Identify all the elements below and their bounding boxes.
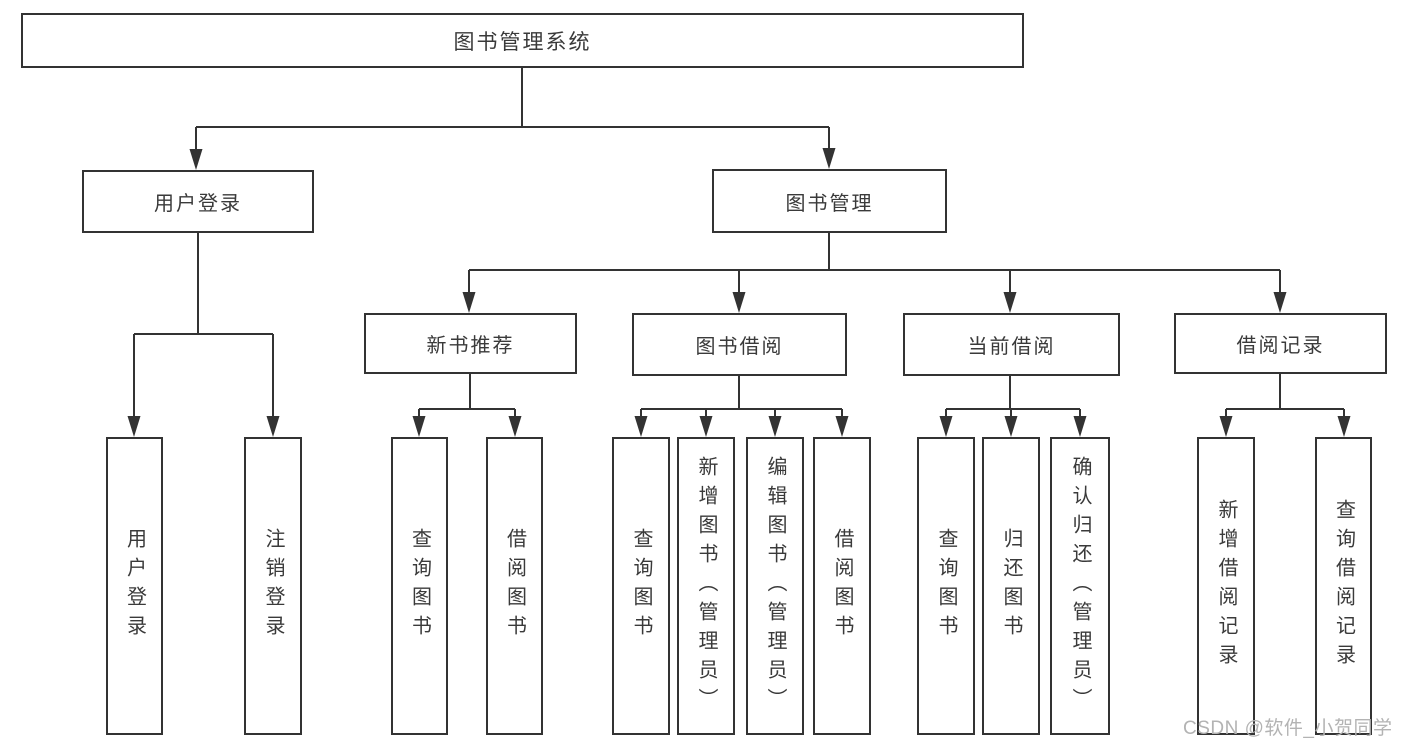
leaf-add-book-admin: 新增图书（管理员） bbox=[677, 437, 735, 735]
leaf-query-books-borrow: 查询图书 bbox=[612, 437, 670, 735]
leaf-add-borrow-record: 新增借阅记录 bbox=[1197, 437, 1255, 735]
leaf-label: 借阅图书 bbox=[831, 528, 853, 644]
leaf-label: 查询图书 bbox=[935, 528, 957, 644]
leaf-query-borrow-record: 查询借阅记录 bbox=[1315, 437, 1372, 735]
csdn-watermark: CSDN @软件_小贺同学 bbox=[1183, 718, 1393, 739]
leaf-logout: 注销登录 bbox=[244, 437, 302, 735]
leaf-label: 注销登录 bbox=[262, 528, 284, 644]
leaf-label: 归还图书 bbox=[1000, 528, 1022, 644]
leaf-borrow-book: 借阅图书 bbox=[813, 437, 871, 735]
leaf-label: 确认归还（管理员） bbox=[1069, 455, 1091, 717]
leaf-user-login: 用户登录 bbox=[106, 437, 163, 735]
node-new-book-recommend: 新书推荐 bbox=[364, 313, 577, 374]
node-root-system: 图书管理系统 bbox=[21, 13, 1024, 68]
leaf-confirm-return-admin: 确认归还（管理员） bbox=[1050, 437, 1110, 735]
leaf-label: 新增图书（管理员） bbox=[695, 455, 717, 717]
leaf-return-book: 归还图书 bbox=[982, 437, 1040, 735]
leaf-label: 查询图书 bbox=[408, 528, 431, 644]
leaf-label: 借阅图书 bbox=[503, 528, 526, 644]
leaf-edit-book-admin: 编辑图书（管理员） bbox=[746, 437, 804, 735]
node-book-management-branch: 图书管理 bbox=[712, 169, 947, 233]
leaf-label: 新增借阅记录 bbox=[1215, 499, 1237, 673]
leaf-label: 查询图书 bbox=[630, 528, 652, 644]
leaf-label: 查询借阅记录 bbox=[1332, 499, 1355, 673]
node-user-login-branch: 用户登录 bbox=[82, 170, 314, 233]
leaf-label: 用户登录 bbox=[123, 528, 146, 644]
leaf-query-books-current: 查询图书 bbox=[917, 437, 975, 735]
leaf-query-books-recommend: 查询图书 bbox=[391, 437, 448, 735]
node-borrow-records: 借阅记录 bbox=[1174, 313, 1387, 374]
leaf-label: 编辑图书（管理员） bbox=[764, 455, 786, 717]
node-book-borrow: 图书借阅 bbox=[632, 313, 847, 376]
node-current-borrow: 当前借阅 bbox=[903, 313, 1120, 376]
leaf-borrow-books-recommend: 借阅图书 bbox=[486, 437, 543, 735]
